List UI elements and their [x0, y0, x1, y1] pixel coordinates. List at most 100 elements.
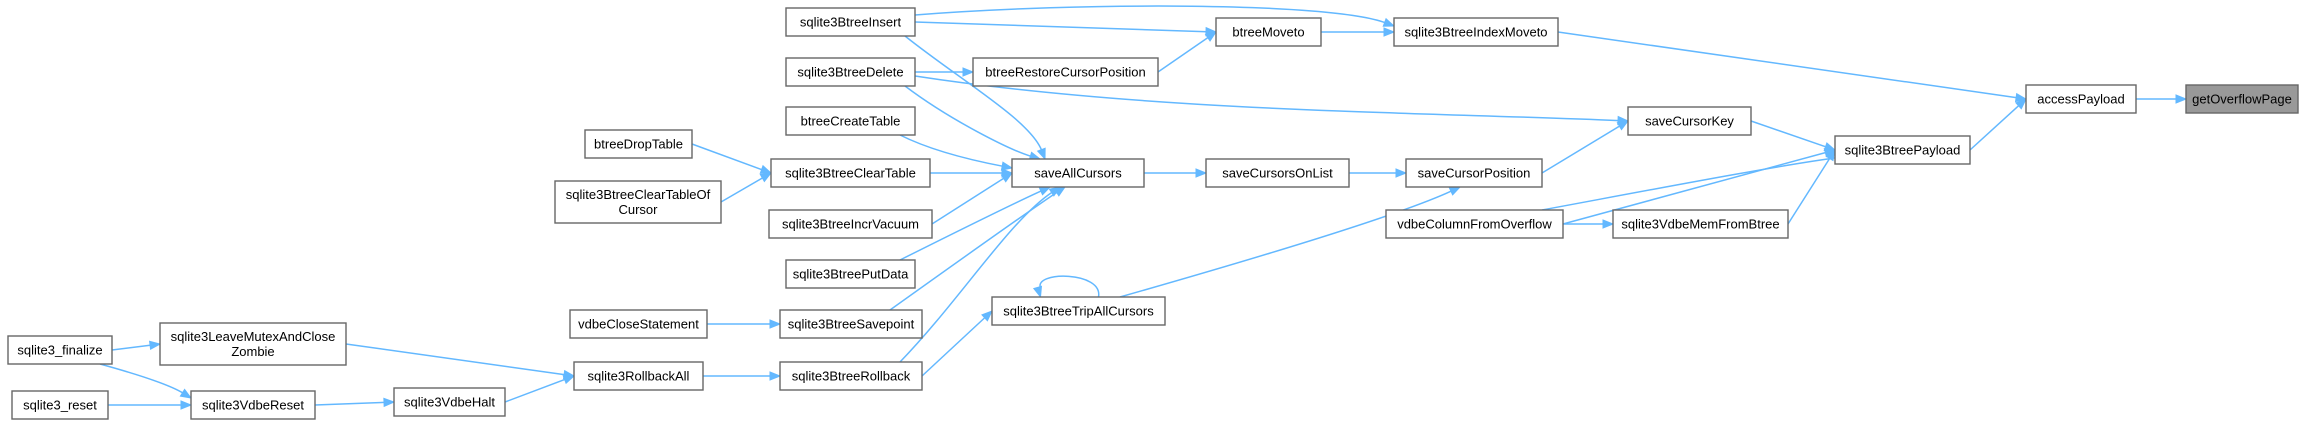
node-sqlite3BtreePayload[interactable]: sqlite3BtreePayload — [1834, 135, 1971, 165]
node-saveCursorKey[interactable]: saveCursorKey — [1627, 106, 1752, 136]
node-sqlite3_reset[interactable]: sqlite3_reset — [11, 390, 109, 420]
arrowhead — [562, 375, 576, 385]
edge-accessPayload-to-getOverflowPage — [2136, 94, 2188, 104]
node-label: saveCursorsOnList — [1222, 166, 1333, 181]
arrowhead — [1616, 120, 1630, 131]
arrowhead — [1000, 161, 1014, 171]
node-label: accessPayload — [2037, 92, 2124, 107]
node-sqlite3BtreeSavepoint[interactable]: sqlite3BtreeSavepoint — [779, 309, 923, 339]
node-saveAllCursors[interactable]: saveAllCursors — [1011, 158, 1145, 188]
node-label: sqlite3BtreeTripAllCursors — [1003, 304, 1154, 319]
edge-btreeMoveto-to-sqlite3BtreeIndexMoveto — [1321, 27, 1396, 37]
node-label: sqlite3BtreeDelete — [797, 65, 903, 80]
arrowhead — [1395, 168, 1408, 178]
edge-sqlite3BtreeClearTableOfCursor-to-sqlite3BtreeClearTable — [720, 172, 773, 203]
node-box — [785, 7, 916, 37]
node-sqlite3VdbeHalt[interactable]: sqlite3VdbeHalt — [393, 387, 506, 417]
node-sqlite3_finalize[interactable]: sqlite3_finalize — [7, 335, 113, 365]
edge-sqlite3BtreeDelete-to-btreeRestoreCursorPosition — [915, 67, 975, 77]
arrowhead — [2015, 98, 2027, 110]
node-box — [972, 57, 1159, 87]
arrowhead — [179, 388, 193, 399]
node-sqlite3BtreePutData[interactable]: sqlite3BtreePutData — [785, 259, 916, 289]
edge-line — [914, 21, 1208, 33]
node-label: sqlite3BtreeIncrVacuum — [782, 217, 919, 232]
edge-line — [931, 177, 1005, 225]
node-btreeCreateTable[interactable]: btreeCreateTable — [785, 106, 916, 136]
edge-line — [921, 316, 986, 377]
edge-sqlite3VdbeReset-to-sqlite3VdbeHalt — [314, 397, 396, 408]
node-btreeRestoreCursorPosition[interactable]: btreeRestoreCursorPosition — [972, 57, 1159, 87]
node-label: sqlite3BtreePayload — [1845, 143, 1961, 158]
node-label: sqlite3BtreeSavepoint — [788, 317, 915, 332]
edge-sqlite3LeaveMutexAndCloseZombie-to-sqlite3RollbackAll — [345, 343, 576, 380]
edge-sqlite3BtreeRollback-to-sqlite3BtreeTripAllCursors — [921, 310, 993, 377]
node-label: sqlite3BtreeClearTableOf — [566, 187, 711, 202]
node-label: sqlite3BtreeClearTable — [785, 166, 916, 181]
node-box — [991, 296, 1166, 326]
node-label: Cursor — [618, 202, 658, 217]
edge-line — [1787, 157, 1831, 225]
node-box — [768, 209, 933, 239]
arrowhead — [759, 164, 773, 174]
arrowhead — [962, 67, 975, 77]
node-sqlite3BtreeDelete[interactable]: sqlite3BtreeDelete — [785, 57, 916, 87]
edge-btreeDropTable-to-sqlite3BtreeClearTable — [691, 143, 773, 174]
arrowhead — [1823, 148, 1837, 158]
edge-sqlite3BtreeTripAllCursors-to-saveCursorPosition — [1119, 186, 1462, 298]
edge-vdbeCloseStatement-to-sqlite3BtreeSavepoint — [707, 319, 782, 329]
node-label: vdbeColumnFromOverflow — [1397, 217, 1552, 232]
node-box — [159, 322, 347, 366]
arrowhead — [769, 319, 782, 329]
arrowhead — [759, 172, 773, 183]
node-getOverflowPage[interactable]: getOverflowPage — [2185, 84, 2299, 114]
node-sqlite3RollbackAll[interactable]: sqlite3RollbackAll — [573, 361, 704, 391]
node-label: btreeMoveto — [1232, 25, 1304, 40]
edge-line — [314, 401, 386, 406]
edge-line — [1562, 151, 1827, 225]
node-accessPayload[interactable]: accessPayload — [2025, 84, 2137, 114]
edge-line — [904, 35, 1043, 151]
node-box — [1627, 106, 1752, 136]
node-saveCursorPosition[interactable]: saveCursorPosition — [1405, 158, 1543, 188]
edge-line — [899, 134, 1004, 168]
arrowhead — [1048, 186, 1062, 197]
node-label: sqlite3RollbackAll — [588, 369, 690, 384]
node-box — [785, 106, 916, 136]
node-box — [1215, 17, 1322, 47]
arrowhead — [1195, 168, 1208, 178]
node-box — [779, 309, 923, 339]
node-box — [584, 129, 693, 159]
node-label: sqlite3BtreeRollback — [792, 369, 911, 384]
node-sqlite3VdbeMemFromBtree[interactable]: sqlite3VdbeMemFromBtree — [1612, 209, 1789, 239]
arrowhead — [148, 340, 162, 351]
node-saveCursorsOnList[interactable]: saveCursorsOnList — [1205, 158, 1350, 188]
node-btreeDropTable[interactable]: btreeDropTable — [584, 129, 693, 159]
node-box — [1011, 158, 1145, 188]
edge-line — [1157, 36, 1210, 73]
edge-sqlite3RollbackAll-to-sqlite3BtreeRollback — [703, 371, 782, 381]
node-box — [573, 361, 704, 391]
node-sqlite3BtreeIndexMoveto[interactable]: sqlite3BtreeIndexMoveto — [1393, 17, 1559, 47]
node-sqlite3VdbeReset[interactable]: sqlite3VdbeReset — [190, 390, 316, 420]
node-sqlite3BtreeTripAllCursors[interactable]: sqlite3BtreeTripAllCursors — [991, 296, 1166, 326]
node-box — [7, 335, 113, 365]
edge-sqlite3BtreeInsert-to-btreeMoveto — [914, 21, 1218, 37]
edge-line — [720, 176, 764, 203]
node-btreeMoveto[interactable]: btreeMoveto — [1215, 17, 1322, 47]
node-label: btreeDropTable — [594, 137, 683, 152]
node-sqlite3BtreeClearTable[interactable]: sqlite3BtreeClearTable — [770, 158, 931, 188]
node-box — [190, 390, 316, 420]
edge-line — [889, 191, 1058, 311]
node-sqlite3BtreeIncrVacuum[interactable]: sqlite3BtreeIncrVacuum — [768, 209, 933, 239]
node-vdbeCloseStatement[interactable]: vdbeCloseStatement — [569, 309, 708, 339]
edge-saveCursorKey-to-sqlite3BtreePayload — [1750, 120, 1837, 152]
arrowhead — [1032, 285, 1043, 299]
edge-sqlite3BtreeTripAllCursors-to-sqlite3BtreeTripAllCursors — [1032, 275, 1100, 299]
node-vdbeColumnFromOverflow[interactable]: vdbeColumnFromOverflow — [1385, 209, 1564, 239]
node-sqlite3BtreeRollback[interactable]: sqlite3BtreeRollback — [779, 361, 923, 391]
node-sqlite3BtreeInsert[interactable]: sqlite3BtreeInsert — [785, 7, 916, 37]
